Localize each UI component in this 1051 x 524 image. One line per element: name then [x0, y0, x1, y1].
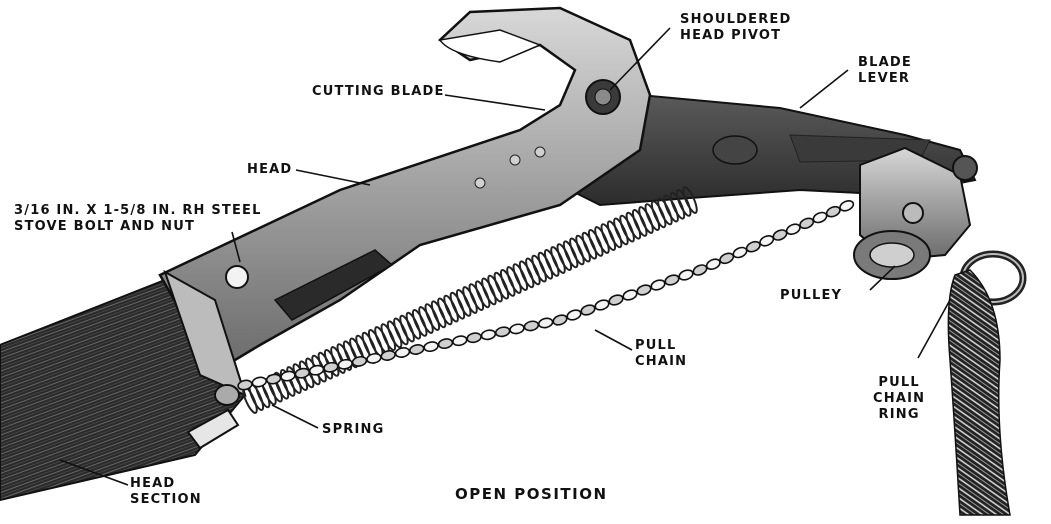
- label-line: PULL: [635, 338, 687, 354]
- chain-link: [650, 278, 666, 291]
- chain-link: [323, 361, 339, 373]
- leader-pull-chain-ring: [918, 300, 950, 358]
- chain-link: [745, 240, 761, 254]
- chain-link: [495, 326, 511, 338]
- chain-link: [812, 211, 828, 225]
- label-line: SECTION: [130, 492, 202, 508]
- label-shouldered-head-pivot: SHOULDERED HEAD PIVOT: [680, 12, 792, 44]
- label-line: HEAD PIVOT: [680, 28, 792, 44]
- chain-link: [280, 370, 296, 382]
- chain-link: [252, 376, 268, 388]
- chain-link: [692, 263, 708, 277]
- label-line: SHOULDERED: [680, 12, 792, 28]
- leader-spring: [272, 405, 318, 428]
- chain-link: [732, 246, 748, 260]
- chain-link: [594, 298, 610, 311]
- chain-link: [352, 356, 368, 368]
- chain-link: [481, 329, 497, 341]
- label-head-section: HEAD SECTION: [130, 476, 202, 508]
- chain-link: [552, 313, 568, 326]
- chain-link: [409, 344, 425, 356]
- label-line: LEVER: [858, 71, 912, 87]
- label-line: HEAD: [130, 476, 202, 492]
- label-line: CUTTING BLADE: [312, 84, 445, 100]
- label-head: HEAD: [247, 162, 292, 178]
- chain-link: [395, 347, 411, 359]
- chain-link: [266, 373, 282, 385]
- chain-link: [798, 216, 814, 230]
- chain-link: [636, 283, 652, 296]
- leader-head: [296, 170, 370, 185]
- label-spring: SPRING: [322, 422, 385, 438]
- caption-open-position: OPEN POSITION: [455, 486, 608, 502]
- leader-pull-chain: [595, 330, 632, 350]
- pulley-assembly: [854, 148, 977, 279]
- label-line: CHAIN: [873, 391, 925, 407]
- label-line: PULLEY: [780, 288, 842, 304]
- chain-link: [438, 338, 454, 350]
- label-line: STOVE BOLT AND NUT: [14, 219, 262, 235]
- label-line: CHAIN: [635, 354, 687, 370]
- chain-link: [664, 273, 680, 286]
- leader-cutting-blade: [445, 95, 545, 110]
- label-line: HEAD: [247, 162, 292, 178]
- chain-link: [678, 268, 694, 281]
- label-cutting-blade: CUTTING BLADE: [312, 84, 445, 100]
- chain-link: [608, 293, 624, 306]
- pull-rope: [948, 270, 1010, 515]
- chain-link: [838, 199, 854, 213]
- leader-blade-lever: [800, 70, 848, 108]
- label-line: PULL: [873, 375, 925, 391]
- label-line: BLADE: [858, 55, 912, 71]
- chain-link: [466, 332, 482, 344]
- chain-link: [758, 234, 774, 248]
- chain-link: [452, 335, 468, 347]
- chain-link: [785, 222, 801, 236]
- chain-link: [825, 205, 841, 219]
- chain-link: [538, 317, 554, 329]
- label-stove-bolt: 3/16 IN. X 1-5/8 IN. RH STEEL STOVE BOLT…: [14, 203, 262, 235]
- chain-link: [524, 320, 540, 332]
- label-pull-chain-ring: PULL CHAIN RING: [873, 375, 925, 423]
- label-line: RING: [873, 407, 925, 423]
- chain-link: [580, 303, 596, 316]
- chain-link: [622, 288, 638, 301]
- head-casting: [160, 8, 650, 395]
- label-line: 3/16 IN. X 1-5/8 IN. RH STEEL: [14, 203, 262, 219]
- chain-link: [718, 251, 734, 265]
- chain-link: [705, 257, 721, 271]
- label-pulley: PULLEY: [780, 288, 842, 304]
- label-pull-chain: PULL CHAIN: [635, 338, 687, 370]
- chain-link: [295, 367, 311, 379]
- label-line: SPRING: [322, 422, 385, 438]
- chain-link: [772, 228, 788, 242]
- chain-link: [509, 323, 525, 335]
- chain-link: [423, 341, 439, 353]
- chain-link: [309, 364, 325, 376]
- chain-link: [566, 308, 582, 321]
- label-blade-lever: BLADE LEVER: [858, 55, 912, 87]
